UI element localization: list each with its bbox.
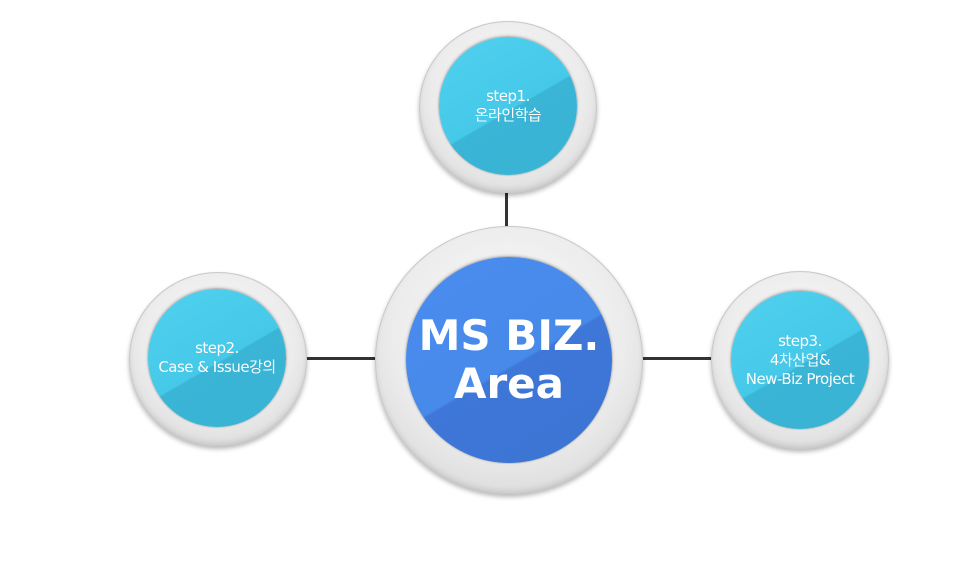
center-circle: MS BIZ. Area bbox=[406, 257, 612, 463]
step3-title-text: 4차산업& bbox=[769, 350, 831, 369]
connector-left bbox=[305, 357, 377, 360]
step2-title-text: Case & Issue강의 bbox=[158, 358, 276, 376]
step2-step-text: step2. bbox=[195, 339, 239, 357]
connector-top bbox=[505, 192, 508, 228]
step1-title-text: 온라인학습 bbox=[474, 106, 542, 124]
step1-step-text: step1. bbox=[486, 87, 530, 105]
step3-step-text: step3. bbox=[778, 331, 822, 350]
step2-circle: step2. Case & Issue강의 bbox=[148, 289, 286, 427]
center-title-line2: Area bbox=[453, 359, 565, 408]
step3-subtitle-text: New-Biz Project bbox=[745, 369, 855, 388]
step3-label: step3. 4차산업& New-Biz Project bbox=[746, 332, 855, 389]
connector-right bbox=[640, 357, 715, 360]
step1-circle: step1. 온라인학습 bbox=[439, 37, 577, 175]
step1-node: step1. 온라인학습 bbox=[419, 21, 597, 193]
center-title-line1: MS BIZ. bbox=[418, 311, 600, 360]
center-title: MS BIZ. Area bbox=[419, 312, 600, 408]
step1-label: step1. 온라인학습 bbox=[475, 87, 542, 125]
step2-label: step2. Case & Issue강의 bbox=[158, 339, 276, 377]
center-node: MS BIZ. Area bbox=[375, 226, 643, 494]
step3-circle: step3. 4차산업& New-Biz Project bbox=[731, 291, 869, 429]
step2-node: step2. Case & Issue강의 bbox=[129, 272, 307, 446]
step3-node: step3. 4차산업& New-Biz Project bbox=[711, 271, 889, 449]
